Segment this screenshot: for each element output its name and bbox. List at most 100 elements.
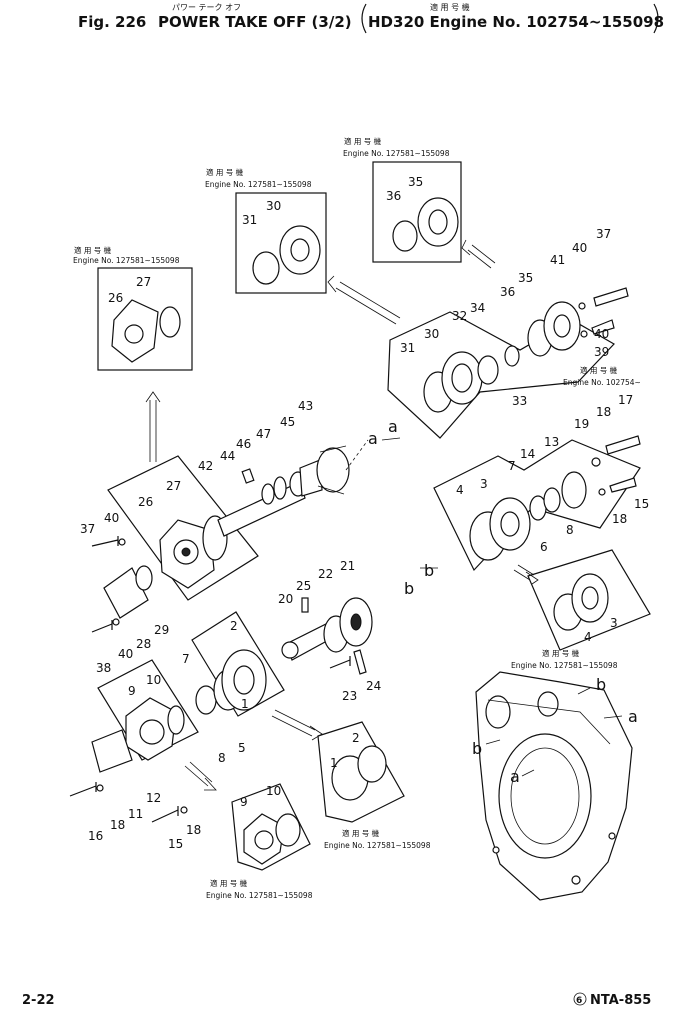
hatched-arrows [145,239,539,791]
callout-18: 18 [110,818,125,832]
callout-4: 4 [456,483,464,497]
note-engine: Engine No. 127581~155098 [511,661,618,670]
callout-15: 15 [168,837,183,851]
callout-13: 13 [544,435,559,449]
callout-8: 8 [218,751,226,765]
ref-a: a [388,417,398,436]
note-box-31-30: 適 用 号 機 Engine No. 127581~155098 [205,167,327,294]
page-number: 2-22 [22,993,55,1008]
callout-18: 18 [186,823,201,837]
callout-10: 10 [266,784,281,798]
lower-left-box [191,611,285,717]
callout-34: 34 [470,301,485,315]
gear-assembly-20-25 [281,597,373,675]
upper-assembly-box [107,455,259,601]
figure-title: POWER TAKE OFF (3/2) [158,13,352,31]
note-box-9-10: 適 用 号 機 Engine No. 127581~155098 [206,783,313,900]
callout-19: 19 [574,417,589,431]
ref-a: a [628,707,638,726]
callout-46: 46 [236,437,251,451]
callout-37: 37 [80,522,95,536]
shaft-42 [217,439,369,537]
callout-14: 14 [520,447,535,461]
note-engine: Engine No. 127581~155098 [205,180,312,189]
callout-27: 27 [166,479,181,493]
title-kana: パワー テーク オフ [172,3,241,12]
callout-5: 5 [238,741,246,755]
callout-26: 26 [108,291,123,305]
flywheel-housing [475,671,633,901]
callout-22: 22 [318,567,333,581]
ref-b: b [404,579,414,598]
callout-6: 6 [540,540,548,554]
callout-24: 24 [366,679,381,693]
note-kana: 適 用 号 機 [580,365,618,375]
callout-2: 2 [352,731,360,745]
right-middle-box [433,435,641,572]
callout-21: 21 [340,559,355,573]
right-upper-box [387,287,629,439]
note-engine: Engine No. 127581~155098 [206,891,313,900]
callout-36: 36 [500,285,515,299]
ref-a: a [510,767,520,786]
callout-30: 30 [424,327,439,341]
callout-11: 11 [128,807,143,821]
callout-29: 29 [154,623,169,637]
applicability-kana: 適 用 号 機 [430,2,470,12]
callout-28: 28 [136,637,151,651]
callout-10: 10 [146,673,161,687]
callout-3: 3 [480,477,488,491]
callout-35: 35 [518,271,533,285]
document-code: NTA-855 [590,993,651,1008]
note-box-36-35: 適 用 号 機 Engine No. 127581~155098 [343,136,462,263]
ref-a: a [368,429,378,448]
callout-37: 37 [596,227,611,241]
note-kana: 適 用 号 機 [210,878,248,888]
revision-mark [573,992,587,1006]
callout-33: 33 [512,394,527,408]
applicability-bracket-left [361,3,367,34]
note-kana: 適 用 号 機 [542,648,580,658]
callout-12: 12 [146,791,161,805]
callout-30: 30 [266,199,281,213]
note-kana: 適 用 号 機 [342,828,380,838]
ref-b: b [424,561,434,580]
callout-25: 25 [296,579,311,593]
callout-15: 15 [634,497,649,511]
callout-31: 31 [400,341,415,355]
ref-b: b [596,675,606,694]
callout-26: 26 [138,495,153,509]
callout-40: 40 [118,647,133,661]
callout-38: 38 [96,661,111,675]
callout-44: 44 [220,449,235,463]
note-kana: 適 用 号 機 [206,167,244,177]
ref-b: b [472,739,482,758]
callout-3: 3 [610,616,618,630]
callout-47: 47 [256,427,271,441]
applicability-text: HD320 Engine No. 102754~155098 [368,13,664,31]
note-box-1-2: 適 用 号 機 Engine No. 127581~155098 [317,721,431,850]
cover-plate-28 [91,536,153,633]
callout-41: 41 [550,253,565,267]
figure-label: Fig. 226 [78,13,146,31]
callout-7: 7 [508,459,516,473]
callout-40: 40 [572,241,587,255]
callout-1: 1 [330,756,338,770]
callout-20: 20 [278,592,293,606]
callout-43: 43 [298,399,313,413]
callout-4: 4 [584,630,592,644]
lower-left-cover-box [69,659,199,823]
reference-letters: a a b b b a b a [368,417,638,786]
callout-17: 17 [618,393,633,407]
revision-mark-number: 6 [576,996,582,1006]
callout-31: 31 [242,213,257,227]
note-box-26-27: 適 用 号 機 Engine No. 127581~155098 [73,245,193,371]
callout-layer: 1122334456778899101011121314151516171818… [80,175,649,851]
callout-18: 18 [612,512,627,526]
note-engine: Engine No. 127581~155098 [73,256,180,265]
callout-32: 32 [452,309,467,323]
callout-36: 36 [386,189,401,203]
callout-23: 23 [342,689,357,703]
